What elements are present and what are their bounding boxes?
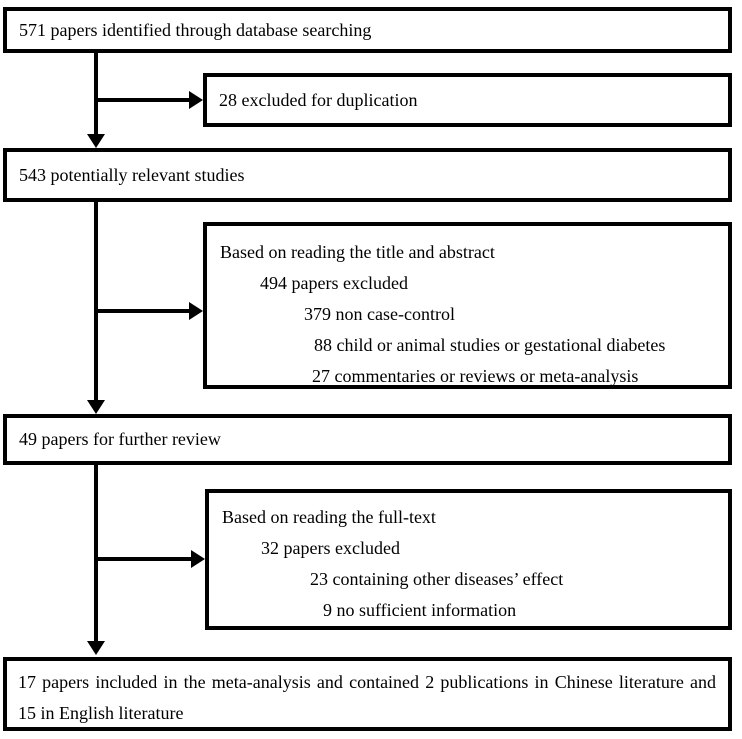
arrowhead-right-to-title-abstract-exclusion xyxy=(189,302,203,320)
full-text-exclusion-reason: 23 containing other diseases’ effect xyxy=(310,569,564,589)
arrow-branch-to-duplication xyxy=(94,98,189,102)
title-abstract-exclusion-reason: 27 commentaries or reviews or meta-analy… xyxy=(312,366,639,386)
title-abstract-exclusion-reason: 379 non case-control xyxy=(304,304,455,324)
full-text-exclusion-header: Based on reading the full-text xyxy=(222,507,436,527)
arrow-further-review-to-included xyxy=(94,465,98,641)
arrow-identified-to-relevant xyxy=(94,53,98,134)
arrow-relevant-to-further-review xyxy=(94,202,98,400)
box-excluded-full-text: Based on reading the full-text 32 papers… xyxy=(205,489,732,630)
box-potentially-relevant: 543 potentially relevant studies xyxy=(3,148,732,202)
arrowhead-down-to-relevant xyxy=(87,134,105,148)
arrowhead-down-to-included xyxy=(87,641,105,655)
box-records-identified: 571 papers identified through database s… xyxy=(3,7,732,53)
box-excluded-duplication-text: 28 excluded for duplication xyxy=(219,89,418,110)
title-abstract-exclusion-header: Based on reading the title and abstract xyxy=(220,242,495,262)
arrowhead-down-to-further-review xyxy=(87,400,105,414)
arrow-branch-to-full-text-exclusion xyxy=(94,557,191,561)
box-included: 17 papers included in the meta-analysis … xyxy=(3,657,732,731)
box-potentially-relevant-text: 543 potentially relevant studies xyxy=(19,164,245,185)
arrow-branch-to-title-abstract-exclusion xyxy=(94,309,189,313)
box-excluded-duplication: 28 excluded for duplication xyxy=(203,73,732,127)
arrowhead-right-to-duplication xyxy=(189,91,203,109)
box-records-identified-text: 571 papers identified through database s… xyxy=(19,19,372,40)
arrowhead-right-to-full-text-exclusion xyxy=(191,550,205,568)
full-text-excluded-total: 32 papers excluded xyxy=(261,538,400,558)
box-further-review: 49 papers for further review xyxy=(3,414,732,465)
box-excluded-title-abstract: Based on reading the title and abstract … xyxy=(203,222,732,389)
box-further-review-text: 49 papers for further review xyxy=(19,429,221,449)
box-included-text: 17 papers included in the meta-analysis … xyxy=(18,672,716,723)
title-abstract-exclusion-reason: 88 child or animal studies or gestationa… xyxy=(314,335,666,355)
full-text-exclusion-reason: 9 no sufficient information xyxy=(323,600,517,620)
title-abstract-excluded-total: 494 papers excluded xyxy=(260,273,408,293)
